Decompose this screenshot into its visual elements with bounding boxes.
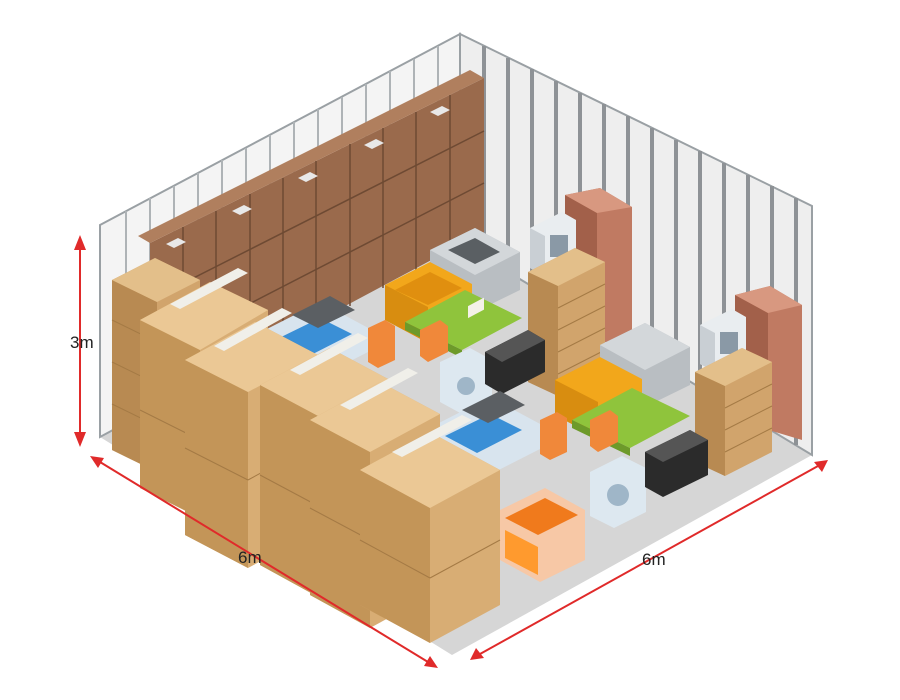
right-width-label: 6m bbox=[642, 550, 666, 569]
height-label: 3m bbox=[70, 333, 94, 352]
right-width-arrow bbox=[479, 465, 819, 655]
dimension-arrows bbox=[74, 235, 828, 668]
left-width-label: 6m bbox=[238, 548, 262, 567]
left-width-arrow bbox=[99, 461, 429, 663]
tv-stand-front bbox=[645, 430, 708, 497]
washer-back bbox=[440, 348, 492, 414]
box-stack-front bbox=[359, 297, 501, 643]
chair-back bbox=[368, 320, 448, 368]
tv-stand-back bbox=[485, 330, 545, 394]
mattress bbox=[500, 488, 585, 582]
chair-front bbox=[540, 410, 618, 460]
washer-front bbox=[590, 456, 646, 528]
